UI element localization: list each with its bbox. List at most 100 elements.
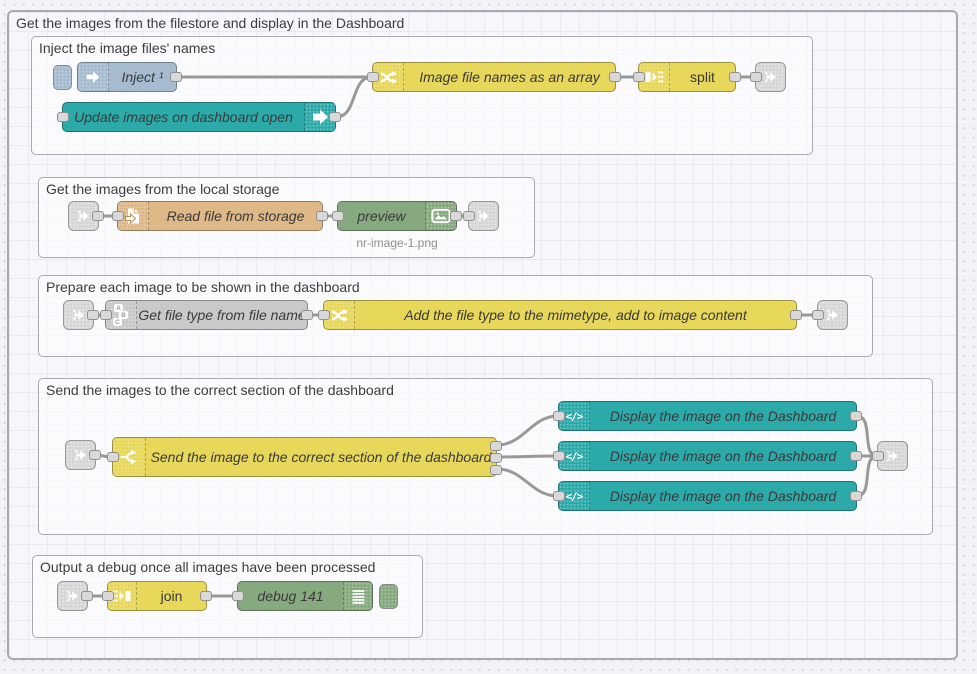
function-shuffle-icon [373,63,404,91]
node-ui-control[interactable]: Update images on dashboard open [57,102,341,132]
inject-arrow-icon [78,63,109,91]
node-label: Read file from storage [166,208,305,224]
output-port[interactable] [316,211,328,221]
output-port[interactable] [450,211,462,221]
input-port[interactable] [633,72,645,82]
wire[interactable] [855,414,879,458]
node-link-in[interactable] [68,201,104,231]
output-port[interactable] [200,591,212,601]
link-out-icon [477,210,489,222]
node-ui-template-1[interactable]: </> Display the image on the Dashboard [553,401,862,431]
node-read-file[interactable]: Read file from storage [112,201,328,231]
input-port[interactable] [872,451,884,461]
node-link-out[interactable] [872,441,908,471]
node-label: debug 141 [257,588,324,604]
input-port[interactable] [107,452,119,462]
node-label: Image file names as an array [419,69,600,85]
node-ui-template-2[interactable]: </> Display the image on the Dashboard [553,441,862,471]
input-port[interactable] [812,310,824,320]
node-inject[interactable]: Inject ¹ [53,62,182,92]
output-port[interactable] [301,310,313,320]
node-status-text: nr-image-1.png [356,236,438,250]
abc-block-c: C [113,318,122,326]
node-split[interactable]: split [633,62,741,92]
node-label: Display the image on the Dashboard [609,408,837,424]
node-ui-template-3[interactable]: </> Display the image on the Dashboard [553,481,862,511]
link-in-icon [74,449,86,461]
output-port-3[interactable] [490,465,502,475]
node-label: Update images on dashboard open [74,109,293,125]
output-port[interactable] [89,450,101,460]
wire[interactable] [855,454,879,498]
output-port[interactable] [92,211,104,221]
abc-blocks-icon: A B C [106,301,137,329]
input-port[interactable] [318,310,330,320]
output-port-1[interactable] [490,441,502,451]
node-switch[interactable]: Send the image to the correct section of… [107,437,502,477]
input-port[interactable] [553,411,565,421]
input-port[interactable] [100,310,112,320]
output-port[interactable] [87,310,99,320]
output-port[interactable] [790,310,802,320]
inject-button[interactable] [53,64,72,90]
group-inject-names[interactable]: Inject the image files' names [31,36,813,155]
code-glyph: </> [565,409,584,423]
node-link-out[interactable] [750,62,786,92]
node-label: Inject ¹ [121,69,164,85]
input-port[interactable] [367,72,379,82]
wire[interactable] [495,454,560,459]
node-function-mimetype[interactable]: Add the file type to the mimetype, add t… [318,300,802,330]
node-label: Send the image to the correct section of… [150,449,492,465]
group-title: Prepare each image to be shown in the da… [46,279,360,295]
list-icon [343,582,372,610]
group-title: Get the images from the local storage [46,181,280,197]
input-port[interactable] [463,211,475,221]
node-link-out[interactable] [463,201,499,231]
input-port[interactable] [553,451,565,461]
node-link-in[interactable] [57,581,93,611]
code-glyph: </> [565,489,584,503]
link-out-icon [764,71,776,83]
output-port[interactable] [609,72,621,82]
node-label: join [160,588,183,604]
input-port[interactable] [553,491,565,501]
node-link-in[interactable] [63,300,99,330]
link-in-icon [77,210,89,222]
node-debug[interactable]: debug 141 [232,581,398,611]
input-port[interactable] [102,591,114,601]
output-port[interactable] [850,491,862,501]
node-get-file-type[interactable]: A B C Get file type from file name [100,300,313,330]
link-in-icon [72,309,84,321]
input-port[interactable] [112,211,124,221]
debug-toggle-button[interactable] [379,583,398,609]
node-label: Add the file type to the mimetype, add t… [404,307,747,323]
output-port[interactable] [329,112,341,122]
node-link-in[interactable] [65,440,101,470]
input-port[interactable] [332,211,344,221]
wire[interactable] [334,75,374,119]
code-glyph: </> [565,449,584,463]
node-link-out[interactable] [812,300,848,330]
input-port[interactable] [750,72,762,82]
input-port[interactable] [232,591,244,601]
abc-block-a: A [114,304,123,312]
outer-group-title: Get the images from the filestore and di… [16,15,405,31]
wire[interactable] [495,414,560,447]
group-title: Send the images to the correct section o… [46,382,394,398]
output-port[interactable] [170,72,182,82]
output-port[interactable] [729,72,741,82]
input-port[interactable] [57,112,69,122]
node-label: split [690,69,715,85]
output-port[interactable] [850,411,862,421]
node-preview[interactable]: preview [332,201,462,231]
code-icon: </> [559,402,590,430]
node-function-filenames[interactable]: Image file names as an array [367,62,621,92]
output-port[interactable] [81,591,93,601]
node-join[interactable]: join [102,581,212,611]
abc-block-b: B [119,311,128,319]
wire[interactable] [495,467,560,498]
output-port-2[interactable] [490,453,502,463]
link-in-icon [66,590,78,602]
output-port[interactable] [850,451,862,461]
